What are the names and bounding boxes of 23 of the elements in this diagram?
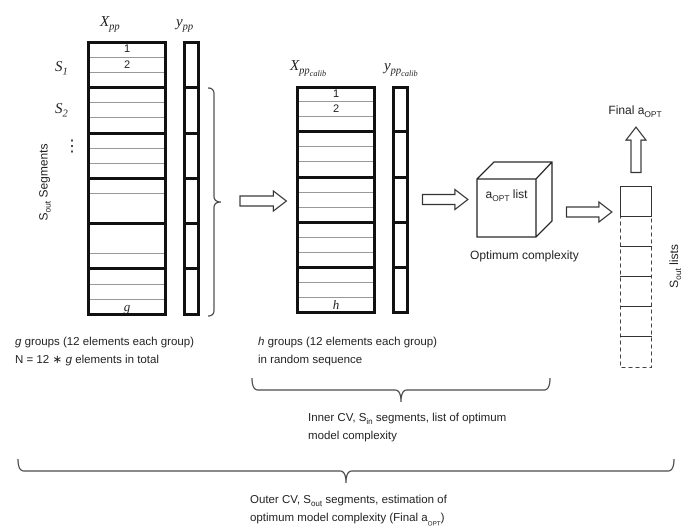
matrix-heading: X$_{pp}$ [100,14,120,31]
description: Inner CV, S$_{in}$ segments, list of optimum model complexity [308,411,508,444]
segment-label: S$_{1}$ [55,58,68,76]
description: g groups (12 elements each group) [15,335,194,350]
description: h groups (12 elements each group) in random sequence [258,335,438,368]
row-number: 1 [332,87,340,101]
row-number: g [122,300,132,314]
block-arrow [624,126,648,174]
matrix-heading: y$_{pp}$ [176,14,194,31]
block-arrow [422,188,469,211]
node-label: Optimum complexity [470,248,579,262]
ellipsis: ⋮ [64,138,80,156]
description: N = 12 ∗ g elements in total [15,353,159,368]
description: Outer CV, S$_{out}$ segments, estimation of optimum model complexity (Final a$_{OPT}$) [250,493,448,527]
row-number: 2 [332,102,340,116]
row-number: 1 [122,42,132,56]
cube-label: a$_{OPT}$ list [484,186,528,203]
result-label: Final a$_{OPT}$ [607,102,663,119]
row-number: h [332,298,340,312]
segment-label: S$_{2}$ [55,100,68,118]
block-arrow [239,190,288,212]
block-arrow [566,200,613,224]
row-number: 2 [122,58,132,72]
